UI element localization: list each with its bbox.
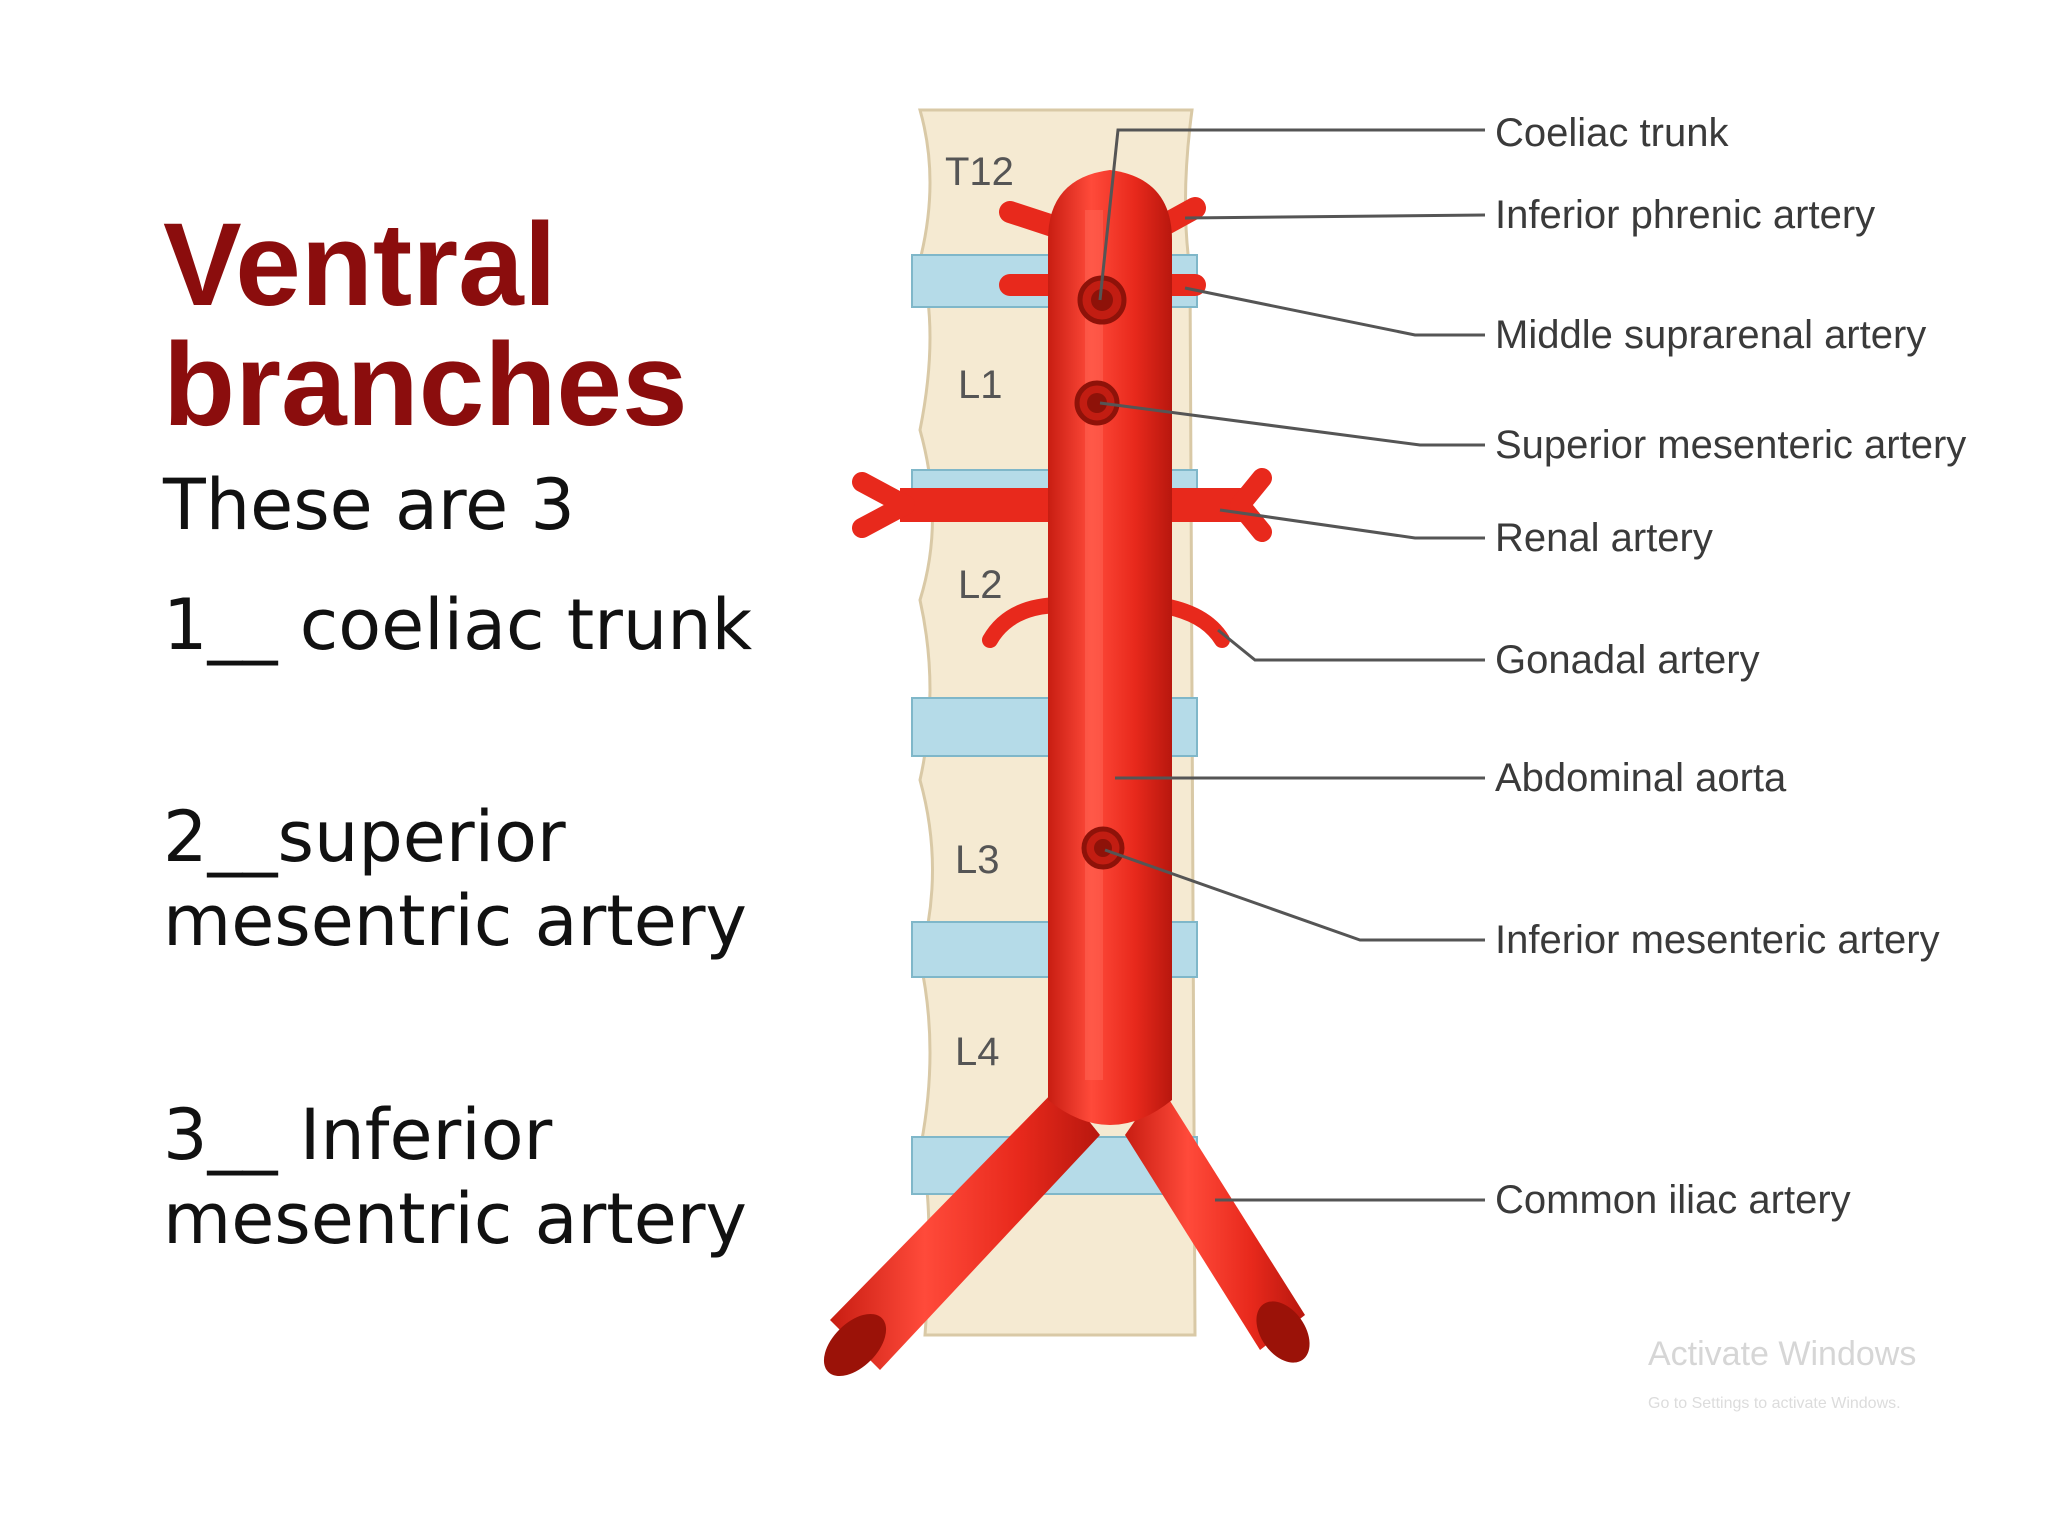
label-gonadal-artery: Gonadal artery <box>1495 638 1760 682</box>
iliac-end-right <box>1256 1301 1310 1363</box>
label-abdominal-aorta: Abdominal aorta <box>1495 756 1787 800</box>
aorta-highlight <box>1085 210 1103 1080</box>
watermark-subtitle: Go to Settings to activate Windows. <box>1648 1395 1901 1412</box>
title-line-2: branches <box>163 319 688 451</box>
iliac-end-left <box>823 1313 887 1377</box>
branch-item-2: 2__superior mesentric artery <box>163 795 747 963</box>
slide-title: Ventral branches <box>163 205 863 445</box>
intro-text: These are 3 <box>163 464 575 546</box>
label-common-iliac-artery: Common iliac artery <box>1495 1178 1851 1222</box>
label-renal-artery: Renal artery <box>1495 516 1713 560</box>
leader-coeliac-trunk <box>1098 128 1485 301</box>
label-inferior-mesenteric-artery: Inferior mesenteric artery <box>1495 918 1940 962</box>
branch-2-line-2: mesentric artery <box>163 880 747 962</box>
common-iliac-left <box>830 1085 1100 1370</box>
leader-middle-suprarenal <box>1184 286 1485 337</box>
branch-3-line-2: mesentric artery <box>163 1178 747 1260</box>
vertebra-label-l1: L1 <box>958 363 1003 407</box>
vertebra-label-t12: T12 <box>945 150 1014 194</box>
watermark-title: Activate Windows <box>1648 1335 1916 1373</box>
leader-inferior-phrenic <box>1184 213 1486 220</box>
branch-item-1: 1__ coeliac trunk <box>163 583 752 667</box>
branch-2-line-1: 2__superior <box>163 796 566 878</box>
label-middle-suprarenal-artery: Middle suprarenal artery <box>1495 313 1926 357</box>
coeliac-origin-inner <box>1091 289 1113 311</box>
leader-gonadal <box>1217 628 1485 662</box>
branch-1-line-1: 1__ coeliac trunk <box>163 584 753 666</box>
common-iliac-right <box>1125 1085 1305 1350</box>
branch-item-3: 3__ Inferior mesentric artery <box>163 1093 747 1261</box>
label-coeliac-trunk: Coeliac trunk <box>1495 111 1729 155</box>
leader-inferior-mesenteric <box>1104 848 1485 942</box>
vertebra-label-l2: L2 <box>958 563 1003 607</box>
leader-lines <box>1098 128 1486 1202</box>
leader-superior-mesenteric <box>1099 401 1485 447</box>
branch-3-line-1: 3__ Inferior <box>163 1094 553 1176</box>
leader-renal <box>1219 508 1485 540</box>
renal-forks <box>852 468 1272 542</box>
ima-origin-inner <box>1094 839 1112 857</box>
label-inferior-phrenic-artery: Inferior phrenic artery <box>1495 193 1875 237</box>
vertebra-label-l3: L3 <box>955 838 1000 882</box>
vertebra-label-l4: L4 <box>955 1030 1000 1074</box>
label-superior-mesenteric-artery: Superior mesenteric artery <box>1495 423 1966 467</box>
title-line-1: Ventral <box>163 199 557 331</box>
sma-origin-inner <box>1087 393 1107 413</box>
